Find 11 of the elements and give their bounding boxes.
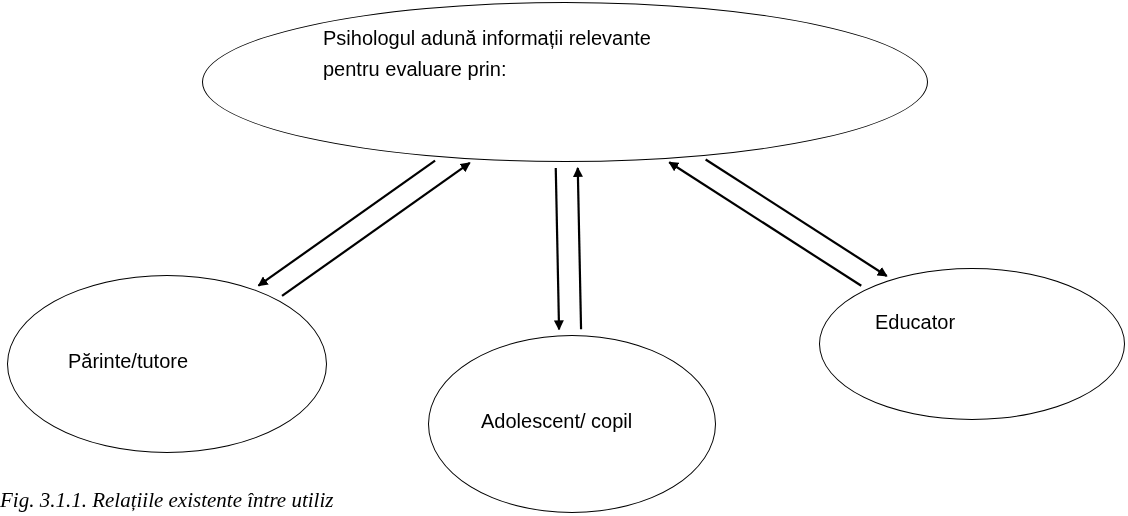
arrow (257, 159, 436, 287)
arrow (572, 166, 583, 330)
arrow (705, 158, 888, 277)
node-label: Părinte/tutore (68, 349, 190, 374)
node-label: Psihologul adună informații relevante pentru evaluare prin: (323, 26, 652, 82)
node-label: Educator (875, 310, 957, 335)
arrow (668, 161, 862, 287)
arrow (281, 162, 471, 297)
node-label: Adolescent/ copil (481, 409, 634, 434)
arrow (553, 167, 564, 331)
figure-caption: Fig. 3.1.1. Relațiile existente între utiliz (0, 488, 334, 513)
